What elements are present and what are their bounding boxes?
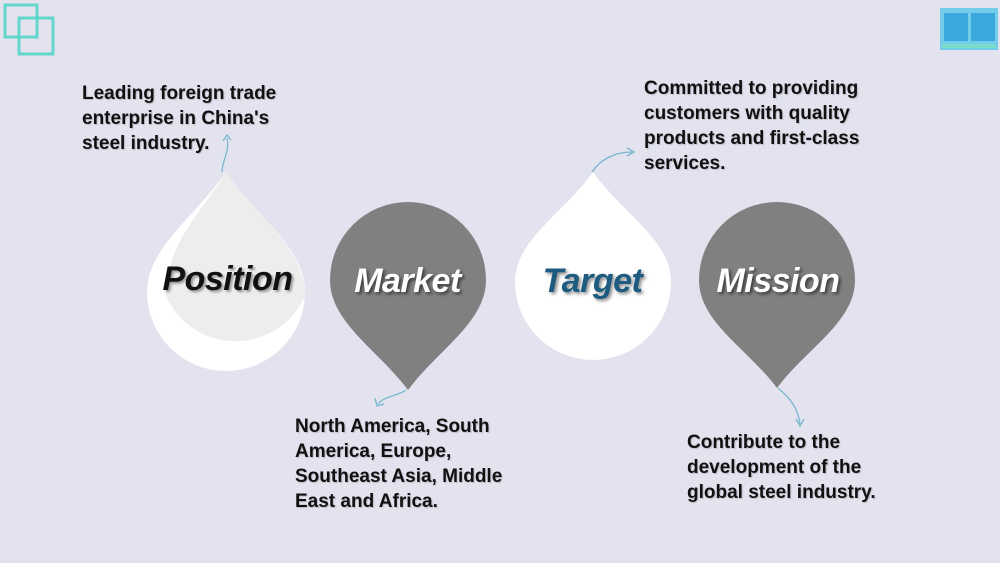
market-label: Market bbox=[354, 262, 461, 300]
blue-panel-logo-icon bbox=[940, 8, 998, 50]
target-drop bbox=[515, 172, 671, 360]
market-arrow-icon bbox=[374, 389, 407, 407]
overlapping-squares-logo-icon bbox=[3, 3, 55, 56]
target-description: Committed to providing customers with qu… bbox=[644, 78, 860, 174]
mission-arrow-icon bbox=[777, 387, 805, 428]
mission-description: Contribute to the development of the glo… bbox=[687, 432, 876, 503]
position-arrow-icon bbox=[221, 133, 232, 173]
mission-drop bbox=[699, 202, 855, 388]
position-description: Leading foreign trade enterprise in Chin… bbox=[82, 83, 277, 154]
target-arrow-icon bbox=[591, 147, 636, 173]
market-description: North America, South America, Europe, So… bbox=[295, 416, 503, 512]
market-drop bbox=[330, 202, 486, 390]
mission-label: Mission bbox=[716, 262, 840, 300]
position-label: Position bbox=[162, 260, 293, 298]
position-drop bbox=[147, 172, 305, 371]
target-label: Target bbox=[542, 262, 643, 300]
